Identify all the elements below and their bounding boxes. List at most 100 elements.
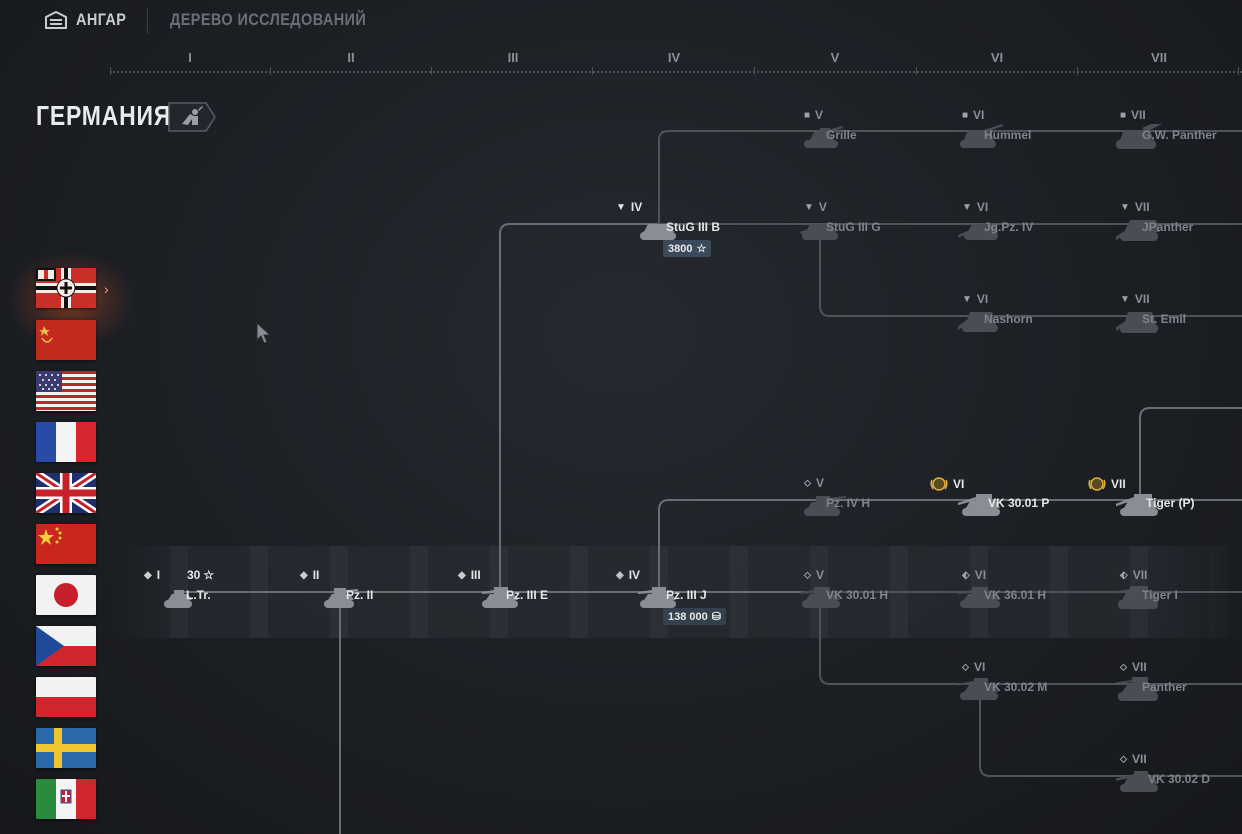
- vehicle-name: Pz. II: [346, 588, 374, 602]
- xp-badge: 30☆: [184, 567, 217, 583]
- vehicle-node-panther[interactable]: ⬦VII Panther: [1116, 660, 1242, 728]
- tank-silhouette-icon: [1116, 220, 1160, 241]
- flag-italy[interactable]: [36, 779, 96, 819]
- arty-class-icon: ■: [962, 109, 969, 121]
- flag-uk[interactable]: [36, 473, 96, 513]
- vehicle-node-st-emil[interactable]: ▼VII St. Emil: [1116, 292, 1242, 360]
- flag-china[interactable]: [36, 524, 96, 564]
- td-class-icon: ▼: [804, 201, 814, 213]
- flag-france[interactable]: [36, 422, 96, 462]
- tank-silhouette-icon: [800, 224, 838, 240]
- vehicle-node-vk-3001-p[interactable]: VI VK 30.01 P: [930, 477, 1098, 544]
- vehicle-node-grille[interactable]: ■V Grille: [800, 108, 940, 176]
- tier-axis-line: [110, 71, 1242, 73]
- selected-nation-chevron-icon: ›: [104, 281, 109, 297]
- vehicle-name: L.Tr.: [186, 588, 211, 602]
- vehicle-node-vk-3601-h[interactable]: ⬖VI VK 36.01 H: [958, 568, 1098, 636]
- flag-ussr[interactable]: [36, 320, 96, 360]
- vehicle-name: VK 36.01 H: [984, 588, 1047, 602]
- hangar-icon: [45, 11, 67, 29]
- flag-usa[interactable]: [36, 371, 96, 411]
- light-tank-class-icon: ◆: [300, 569, 308, 581]
- vehicle-node-tiger-p[interactable]: VII Tiger (P): [1088, 477, 1242, 544]
- tier-label-4: IV: [667, 50, 681, 65]
- nation-title: ГЕРМАНИЯ: [36, 100, 172, 131]
- tier-tick: [916, 67, 917, 75]
- flag-germany[interactable]: [36, 268, 96, 308]
- link-line: [499, 223, 660, 592]
- vehicle-tier: II: [312, 568, 320, 582]
- vehicle-node-vk-3002-m[interactable]: ⬦VI VK 30.02 M: [958, 660, 1098, 728]
- link-line: [979, 684, 1242, 777]
- vehicle-tier: VI: [953, 477, 965, 491]
- vehicle-node-vk-3002-d[interactable]: ⬦VII VK 30.02 D: [1116, 752, 1242, 820]
- vehicle-node-pz-ii[interactable]: ◆ II Pz. II: [300, 568, 460, 636]
- tier-label-5: V: [830, 50, 840, 65]
- tank-silhouette-icon: [1116, 312, 1158, 333]
- tier-label-1: I: [188, 50, 192, 65]
- hangar-tab-label: АНГАР: [76, 10, 127, 29]
- research-tree-tab[interactable]: ДЕРЕВО ИССЛЕДОВАНИЙ: [170, 10, 367, 29]
- vehicle-node-pz-iii-j[interactable]: ◈IV Pz. III J 138 000⛁: [616, 568, 778, 636]
- vehicle-tier: VI: [974, 568, 987, 582]
- soldier-icon: [182, 106, 203, 125]
- tank-silhouette-icon: [800, 587, 840, 608]
- medium-tank-class-icon: ⬦: [804, 569, 811, 581]
- xp-cost-badge: 3800☆: [663, 240, 712, 257]
- vehicle-node-jgpz-iv[interactable]: ▼VI Jg.Pz. IV: [958, 200, 1098, 268]
- vehicle-node-nashorn[interactable]: ▼VI Nashorn: [958, 292, 1098, 360]
- vehicle-node-pz-iv-h[interactable]: ⬦V Pz. IV H: [800, 476, 940, 544]
- vehicle-tier: V: [816, 476, 825, 490]
- tank-silhouette-icon: [1116, 586, 1158, 609]
- vehicle-tier: VI: [976, 292, 989, 306]
- xp-star-icon: ☆: [203, 568, 215, 582]
- flag-czechoslovakia[interactable]: [36, 626, 96, 666]
- vehicle-name: G.W. Panther: [1142, 128, 1217, 142]
- flag-sweden[interactable]: [36, 728, 96, 768]
- nation-info-button[interactable]: [168, 102, 216, 132]
- vehicle-node-jpanther[interactable]: ▼VII JPanther: [1116, 200, 1242, 268]
- tank-silhouette-icon: [1116, 771, 1158, 792]
- vehicle-name: Tiger I: [1142, 588, 1178, 602]
- vehicle-tier: III: [470, 568, 481, 582]
- flag-japan[interactable]: [36, 575, 96, 615]
- vehicle-name: Jg.Pz. IV: [984, 220, 1034, 234]
- vehicle-node-vk-3001-h[interactable]: ⬦V VK 30.01 H: [800, 568, 940, 636]
- tank-silhouette-icon: [958, 494, 1000, 516]
- tier-tick: [431, 67, 432, 75]
- vehicle-node-pz-iii-e[interactable]: ◆III Pz. III E: [458, 568, 620, 636]
- vehicle-node-hummel[interactable]: ■VI Hummel: [958, 108, 1098, 176]
- tank-silhouette-icon: [958, 678, 998, 700]
- vehicle-node-ltr[interactable]: ◆I 30☆ L.Tr.: [144, 568, 300, 636]
- vehicle-name: StuG III G: [826, 220, 881, 234]
- mouse-cursor-icon: [256, 322, 272, 344]
- mastery-medal-icon: [930, 477, 948, 491]
- vehicle-name: Pz. IV H: [826, 496, 871, 510]
- vehicle-name: Pz. III J: [666, 588, 707, 602]
- tank-silhouette-icon: [804, 496, 846, 516]
- tank-silhouette-icon: [324, 588, 358, 608]
- vehicle-name: JPanther: [1142, 220, 1194, 234]
- vehicle-node-tiger-i[interactable]: ⬖VII Tiger I: [1116, 568, 1242, 636]
- vehicle-tier: VII: [1131, 108, 1146, 122]
- vehicle-tier: V: [818, 200, 827, 214]
- vehicle-name: VK 30.01 H: [826, 588, 889, 602]
- credits-coins-icon: ⛁: [711, 611, 721, 623]
- medium-tank-class-icon: ⬦: [1120, 753, 1127, 765]
- tank-silhouette-icon: [958, 224, 998, 240]
- tank-silhouette-icon: [960, 124, 1003, 148]
- vehicle-node-gw-panther[interactable]: ■VII G.W. Panther: [1116, 108, 1242, 176]
- vehicle-name: VK 30.02 D: [1148, 772, 1211, 786]
- link-line: [658, 499, 1242, 592]
- vehicle-node-stug-iii-b[interactable]: ▼IV StuG III B 3800☆: [616, 200, 778, 268]
- vehicle-node-stug-iii-g[interactable]: ▼ V StuG III G: [800, 200, 940, 268]
- tank-silhouette-icon: [1116, 677, 1158, 701]
- vehicle-name: Tiger (P): [1146, 496, 1195, 510]
- credit-cost-badge: 138 000⛁: [663, 608, 726, 625]
- hangar-tab[interactable]: АНГАР: [44, 8, 135, 32]
- td-class-icon: ▼: [962, 201, 972, 213]
- tier-label-2: II: [347, 50, 355, 65]
- flag-poland[interactable]: [36, 677, 96, 717]
